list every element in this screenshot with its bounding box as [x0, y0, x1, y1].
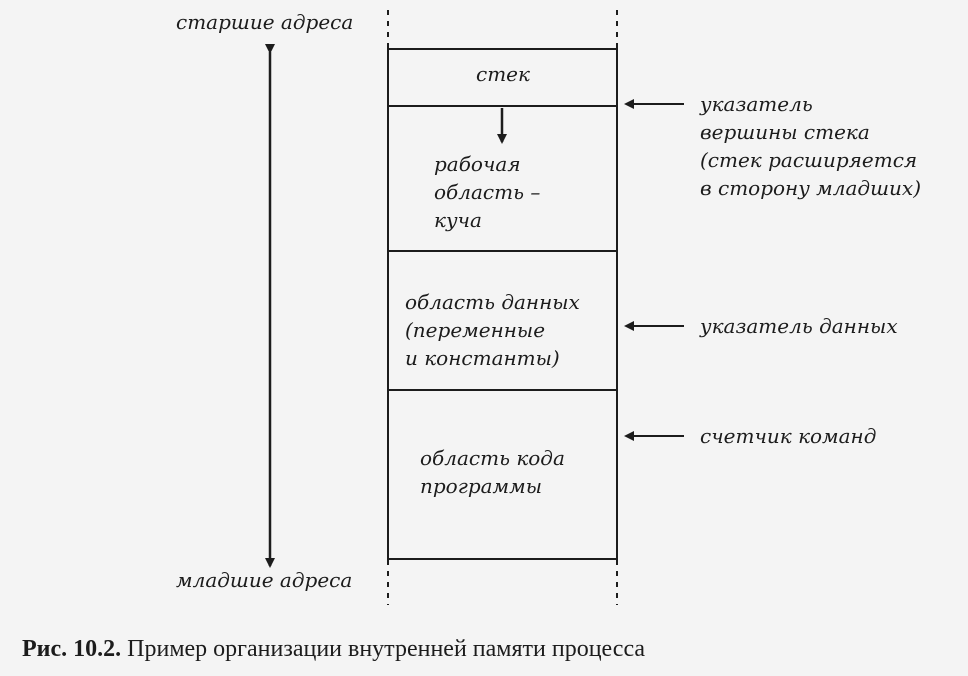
heap-label-line: рабочая: [434, 152, 521, 176]
data-label-line: и константы): [405, 346, 560, 370]
code-label-line: область кода: [420, 446, 565, 470]
stack-pointer-line: в сторону младших): [700, 176, 922, 200]
data-pointer-label: указатель данных: [700, 314, 898, 338]
program-counter-label: счетчик команд: [700, 424, 877, 448]
data-label: область данных (переменные и константы): [405, 288, 580, 372]
stack-pointer-line: (стек расширяется: [700, 148, 918, 172]
heap-label-line: область –: [434, 180, 541, 204]
stack-pointer-line: указатель: [700, 92, 813, 116]
figure-caption-text: Пример организации внутренней памяти про…: [127, 636, 646, 662]
stack-pointer-line: вершины стека: [700, 120, 870, 144]
stack-block: [387, 48, 618, 107]
figure-caption: Рис. 10.2. Пример организации внутренней…: [22, 636, 645, 663]
stack-label: стек: [476, 62, 530, 86]
code-label-line: программы: [420, 474, 543, 498]
data-label-line: (переменные: [405, 318, 546, 342]
heap-label-line: куча: [434, 208, 482, 232]
code-block: [387, 391, 618, 560]
low-addresses-label: младшие адреса: [176, 568, 353, 592]
heap-label: рабочая область – куча: [434, 150, 540, 234]
code-label: область кода программы: [420, 444, 565, 500]
high-addresses-label: старшие адреса: [176, 10, 354, 34]
data-block: [387, 252, 618, 391]
heap-block: [387, 107, 618, 252]
stack-pointer-label: указатель вершины стека (стек расширяетс…: [700, 90, 921, 202]
figure-number: Рис. 10.2.: [22, 636, 122, 662]
data-label-line: область данных: [405, 290, 580, 314]
